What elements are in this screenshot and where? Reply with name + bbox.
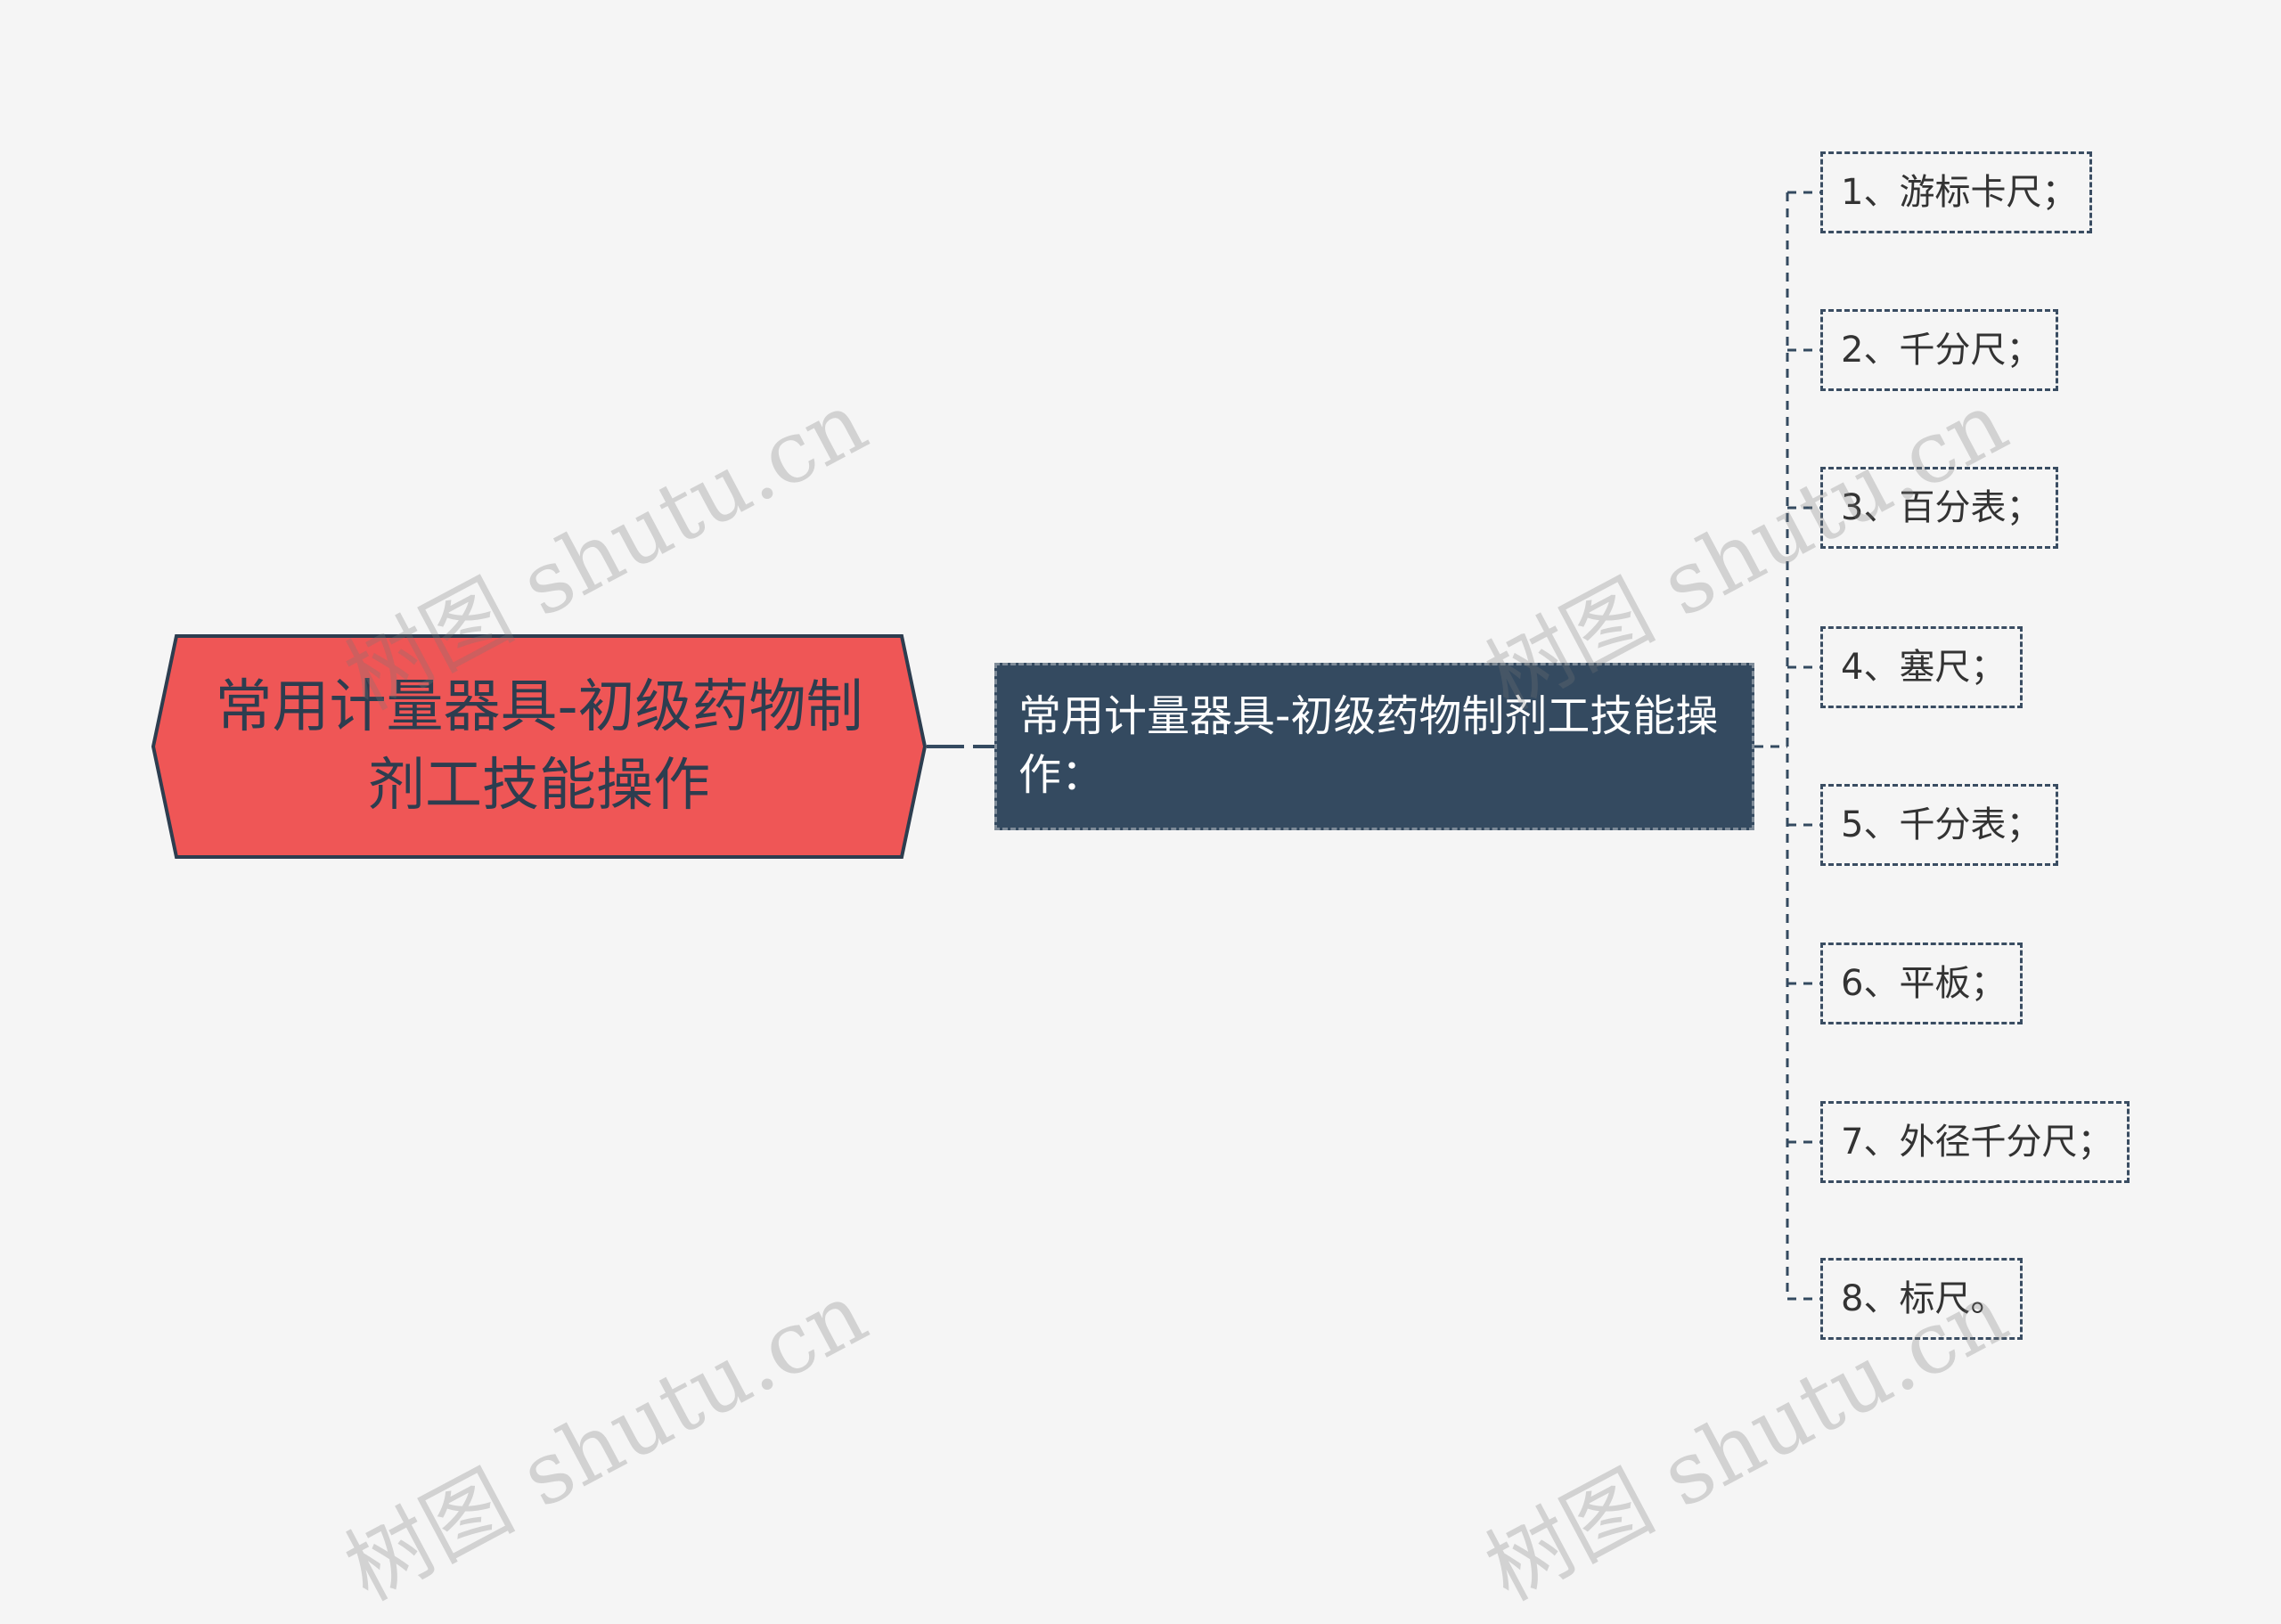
root-node-shape [151,634,927,859]
leaf-label: 5、千分表； [1841,804,2042,845]
connector-lines [927,191,1820,1301]
branch-node[interactable]: 常用计量器具-初级药物制剂工技能操作： [994,663,1754,830]
root-node-label: 常用计量器具-初级药物制剂工技能操作 [215,674,863,819]
leaf-node-6[interactable]: 6、平板； [1820,943,2023,1024]
leaf-label: 4、塞尺； [1841,647,2007,688]
leaf-label: 1、游标卡尺； [1841,172,2078,213]
leaf-label: 2、千分尺； [1841,330,2042,371]
leaf-label: 6、平板； [1841,963,2007,1004]
leaf-node-5[interactable]: 5、千分表； [1820,784,2058,866]
leaf-node-2[interactable]: 2、千分尺； [1820,309,2058,391]
leaf-node-1[interactable]: 1、游标卡尺； [1820,151,2092,233]
leaf-label: 7、外径千分尺； [1841,1122,2113,1163]
leaf-node-8[interactable]: 8、标尺。 [1820,1258,2023,1340]
leaf-node-4[interactable]: 4、塞尺； [1820,626,2023,708]
root-node[interactable]: 常用计量器具-初级药物制剂工技能操作 [151,634,927,859]
leaf-node-7[interactable]: 7、外径千分尺； [1820,1101,2130,1183]
mind-map-canvas: 常用计量器具-初级药物制剂工技能操作 常用计量器具-初级药物制剂工技能操作： 1… [151,151,2130,1620]
leaf-node-3[interactable]: 3、百分表； [1820,467,2058,549]
leaf-tick-connectors [1787,191,1820,1301]
branch-node-label: 常用计量器具-初级药物制剂工技能操作： [1018,691,1719,800]
leaf-label: 3、百分表； [1841,487,2042,528]
leaf-label: 8、标尺。 [1841,1278,2007,1319]
